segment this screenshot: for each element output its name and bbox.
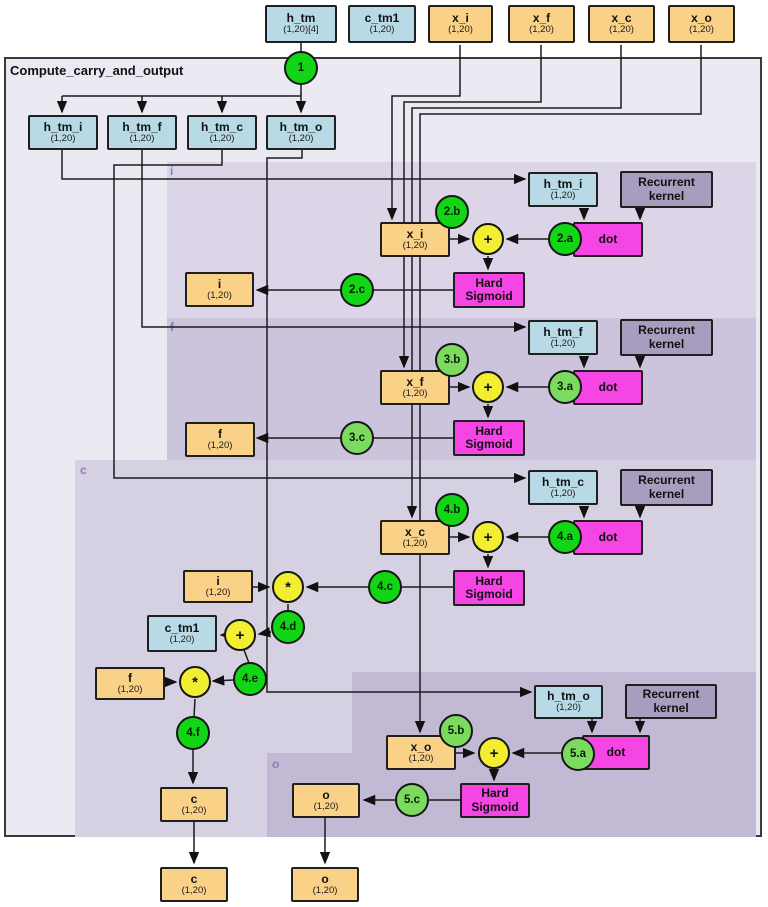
node-x-f-top: x_f(1,20) (508, 5, 575, 43)
badge-step-3a: 3.a (548, 370, 582, 404)
node-recurrent-kernel-o: Recurrent kernel (625, 684, 717, 719)
node-f-output: f(1,20) (185, 422, 255, 457)
node-x-o-inner: x_o(1,20) (386, 735, 456, 770)
node-hard-sigmoid-f: Hard Sigmoid (453, 420, 525, 456)
node-f-input-c: f(1,20) (95, 667, 165, 700)
badge-step-4d: 4.d (271, 610, 305, 644)
op-multiply-input: * (272, 571, 304, 603)
node-h-tm-o: h_tm_o(1,20) (266, 115, 336, 150)
badge-step-2a: 2.a (548, 222, 582, 256)
badge-step-2c: 2.c (340, 273, 374, 307)
badge-step-4e: 4.e (233, 662, 267, 696)
node-x-i-inner: x_i(1,20) (380, 222, 450, 257)
node-c-tm1-top: c_tm1(1,20) (348, 5, 416, 43)
region-c-label: c (80, 463, 87, 477)
badge-step-4c: 4.c (368, 570, 402, 604)
node-x-f-inner: x_f(1,20) (380, 370, 450, 405)
container-title: Compute_carry_and_output (10, 63, 184, 78)
op-plus-c: + (472, 521, 504, 553)
node-dot-i: dot (573, 222, 643, 257)
region-o-label: o (272, 757, 280, 771)
node-h-tm-c: h_tm_c(1,20) (187, 115, 257, 150)
node-i-input-c: i(1,20) (183, 570, 253, 603)
node-c-final: c(1,20) (160, 867, 228, 902)
node-x-c-top: x_c(1,20) (588, 5, 655, 43)
node-hard-sigmoid-c: Hard Sigmoid (453, 570, 525, 606)
node-x-c-inner: x_c(1,20) (380, 520, 450, 555)
node-x-i-top: x_i(1,20) (428, 5, 493, 43)
node-dot-c: dot (573, 520, 643, 555)
node-h-tm-i-inner: h_tm_i(1,20) (528, 172, 598, 207)
region-i-label: i (170, 164, 174, 178)
op-plus-f: + (472, 371, 504, 403)
op-plus-carry: + (224, 619, 256, 651)
node-h-tm-i: h_tm_i(1,20) (28, 115, 98, 150)
node-h-tm-f-inner: h_tm_f(1,20) (528, 320, 598, 355)
node-h-tm-f: h_tm_f(1,20) (107, 115, 177, 150)
node-recurrent-kernel-i: Recurrent kernel (620, 171, 713, 208)
node-x-o-top: x_o(1,20) (668, 5, 735, 43)
node-o-output: o(1,20) (292, 783, 360, 818)
badge-step-1: 1 (284, 51, 318, 85)
badge-step-5a: 5.a (561, 737, 595, 771)
node-o-final: o(1,20) (291, 867, 359, 902)
op-multiply-forget: * (179, 666, 211, 698)
node-h-tm-o-inner: h_tm_o(1,20) (534, 685, 603, 719)
badge-step-4b: 4.b (435, 493, 469, 527)
node-hard-sigmoid-o: Hard Sigmoid (460, 783, 530, 818)
node-h-tm-c-inner: h_tm_c(1,20) (528, 470, 598, 505)
node-c-tm1-inner: c_tm1(1,20) (147, 615, 217, 652)
node-dot-f: dot (573, 370, 643, 405)
op-plus-o: + (478, 737, 510, 769)
badge-step-4a: 4.a (548, 520, 582, 554)
node-i-output: i(1,20) (185, 272, 254, 307)
badge-step-5b: 5.b (439, 714, 473, 748)
badge-step-2b: 2.b (435, 195, 469, 229)
badge-step-3c: 3.c (340, 421, 374, 455)
badge-step-4f: 4.f (176, 716, 210, 750)
badge-step-5c: 5.c (395, 783, 429, 817)
badge-step-3b: 3.b (435, 343, 469, 377)
node-hard-sigmoid-i: Hard Sigmoid (453, 272, 525, 308)
node-recurrent-kernel-c: Recurrent kernel (620, 469, 713, 506)
op-plus-i: + (472, 223, 504, 255)
node-recurrent-kernel-f: Recurrent kernel (620, 319, 713, 356)
node-h-tm-top: h_tm(1,20)[4] (265, 5, 337, 43)
node-c-output: c(1,20) (160, 787, 228, 822)
